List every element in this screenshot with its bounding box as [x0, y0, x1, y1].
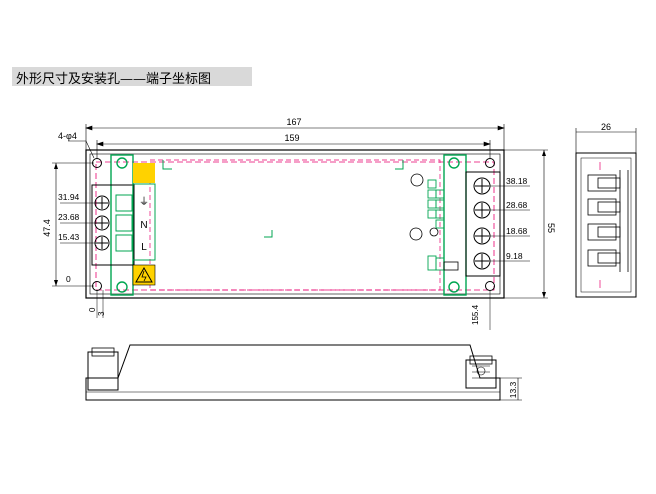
front-left-terminal-cap	[91, 347, 115, 357]
right-terminal-screws	[473, 177, 491, 270]
height-dimension	[504, 149, 548, 299]
terminal-label-ground: ⏚	[139, 196, 149, 208]
high-voltage-icon	[135, 266, 153, 283]
left-terminal-leaders	[60, 202, 100, 244]
right-terminal-board	[443, 154, 467, 296]
front-left-terminal	[87, 351, 119, 391]
pcb-corner-marks	[162, 160, 404, 238]
pcb-outline	[95, 161, 495, 291]
front-right-screw-detail	[472, 365, 490, 379]
side-outline	[575, 152, 637, 298]
component-circle-upper	[410, 173, 424, 187]
right-board-bottom-hole	[448, 281, 460, 293]
heading-background	[12, 67, 252, 86]
right-small-connector	[443, 261, 459, 271]
left-terminal-y-2: 23.68	[58, 212, 80, 222]
lightning-bolt-icon	[141, 270, 147, 282]
terminal-height-label: 13.3	[508, 381, 518, 398]
top-view: ⏚ N L	[42, 117, 556, 330]
pcb-inner-outline	[149, 159, 441, 291]
left-origin-y: 0	[66, 274, 71, 284]
hole-callout-leader	[68, 140, 95, 159]
left-terminal-y-3: 15.43	[58, 232, 80, 242]
front-right-terminal-cap	[469, 355, 493, 365]
left-hole-extension-lines	[52, 162, 94, 287]
warning-label-top	[133, 163, 155, 183]
depth-dimension	[575, 128, 637, 153]
height-label: 55	[546, 223, 556, 233]
hole-pitch-label: 159	[284, 133, 299, 143]
terminal-label-n: N	[140, 220, 147, 231]
right-terminal-y-3: 18.68	[506, 226, 528, 236]
terminal-label-l: L	[141, 242, 147, 253]
front-right-terminal	[465, 359, 497, 389]
side-inner-outline	[580, 157, 632, 293]
left-terminal-block	[91, 184, 135, 266]
right-terminal-y-1: 38.18	[506, 176, 528, 186]
bottom-left-extension-lines	[96, 290, 104, 318]
side-view: 26	[575, 122, 637, 298]
left-board-top-hole	[116, 157, 128, 169]
right-board-top-hole	[448, 157, 460, 169]
left-terminal-pads	[115, 194, 133, 252]
component-circle-lower	[409, 227, 423, 241]
top-dimensions	[85, 124, 505, 158]
side-terminals	[587, 170, 629, 272]
front-view: 13.3	[85, 344, 522, 401]
left-board-bottom-hole	[116, 281, 128, 293]
left-hole-pitch-label: 47.4	[42, 219, 52, 237]
right-hole-offset: 155.4	[471, 304, 480, 325]
right-connector-pins	[427, 179, 445, 271]
right-terminal-block	[465, 171, 501, 277]
right-terminal-y-2: 28.68	[506, 200, 528, 210]
component-circle-small	[429, 227, 439, 237]
overall-length-label: 167	[286, 117, 301, 127]
right-terminal-leaders	[490, 185, 530, 262]
left-hole-offset: 3	[97, 311, 106, 316]
terminal-label-strip	[132, 183, 156, 261]
left-terminal-board	[110, 154, 134, 296]
hole-callout-label: 4-φ4	[58, 131, 77, 141]
left-origin-x: 0	[88, 307, 97, 312]
left-terminal-y-1: 31.94	[58, 192, 80, 202]
terminal-height-dimension	[500, 377, 522, 401]
depth-label: 26	[601, 122, 611, 132]
front-outline	[85, 344, 501, 401]
page-title: 外形尺寸及安装孔——端子坐标图	[16, 72, 212, 87]
high-voltage-warning	[132, 264, 156, 286]
enclosure-outline	[85, 149, 505, 299]
right-terminal-y-4: 9.18	[506, 251, 523, 261]
